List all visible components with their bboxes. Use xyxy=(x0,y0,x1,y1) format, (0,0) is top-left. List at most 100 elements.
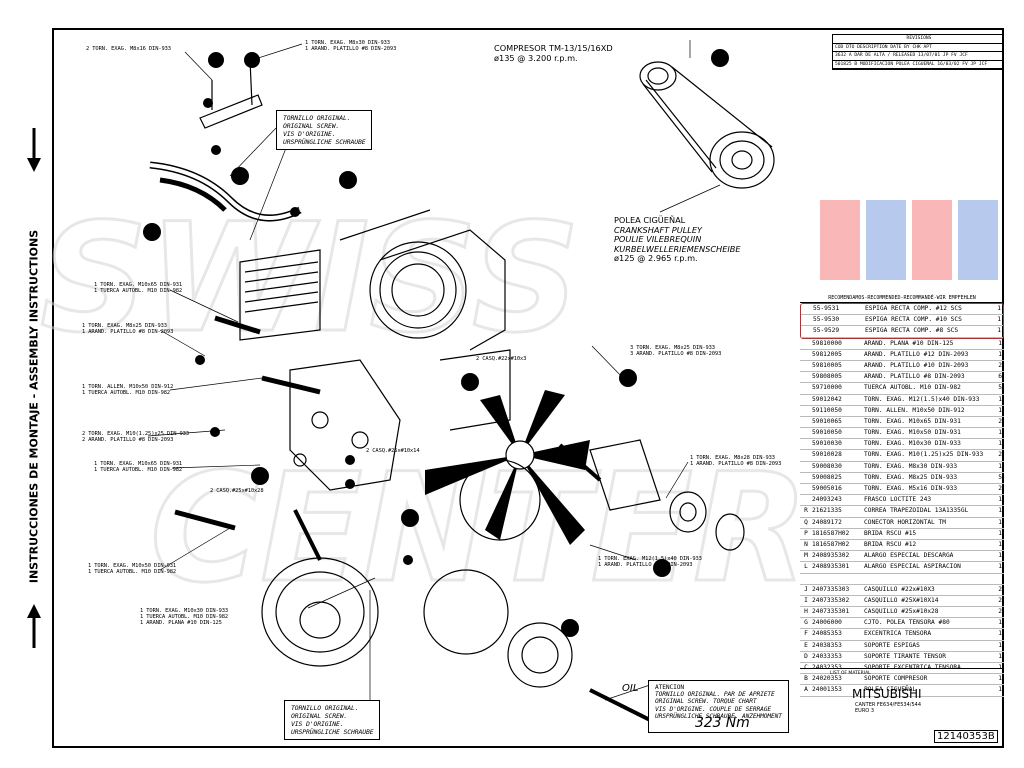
bom-letter: I xyxy=(804,596,808,604)
bom-desc: TORN. EXAG. M12(1.5)x40 DIN-933 xyxy=(864,395,980,403)
crank-pulley-label: POLEA CIGÜEÑAL CRANKSHAFT PULLEY POULIE … xyxy=(614,215,741,263)
bom-qty: 1 xyxy=(998,552,1002,560)
bom-code: 21621335 xyxy=(812,507,842,515)
original-screw-note-bottom: TORNILLO ORIGINAL. ORIGINAL SCREW. VIS D… xyxy=(284,700,381,740)
bom-desc: TORN. EXAG. M10(1.25)x25 DIN-933 xyxy=(864,451,984,459)
bom-letter xyxy=(800,383,812,393)
callout-c13: 2 CASQ.#25x#10x14 xyxy=(366,448,420,454)
torque-value: 323 Nm xyxy=(695,715,750,732)
bom-qty: 6 xyxy=(998,373,1002,381)
bom-letter: G xyxy=(804,619,808,627)
bom-code: 24093243 xyxy=(812,496,842,504)
bom-qty: 1 xyxy=(998,540,1002,548)
bom-desc: CORREA TRAPEZOIDAL 13A1335GL xyxy=(864,507,969,515)
bom-letter xyxy=(800,495,812,505)
bom-letter xyxy=(800,428,812,438)
bom-desc: CONECTOR HORIZONTAL TM xyxy=(864,518,946,526)
bom-code: 1816587H02 xyxy=(812,540,850,548)
bom-code: 55-9531 xyxy=(813,305,840,312)
bom-desc: CASQUILLO #25X#10X14 xyxy=(864,596,939,604)
bom-qty: 5 xyxy=(998,473,1002,481)
bom-qty: 1 xyxy=(998,518,1002,526)
callout-c3: 1 TORN. EXAG. M10x65 DIN-931 1 TUERCA AU… xyxy=(94,282,183,295)
bom-qty: 2 xyxy=(998,585,1002,593)
bom-letter: L xyxy=(804,563,808,571)
bom-letter xyxy=(800,406,812,416)
bom-qty: 1 xyxy=(998,496,1002,504)
bom-qty: 1 xyxy=(998,350,1002,358)
bom-code: 59810000 xyxy=(812,339,842,347)
callout-c11: 2 CASQ.#22x#10x3 xyxy=(476,356,527,362)
bom-letter xyxy=(800,361,812,371)
bom-code: 24089172 xyxy=(812,518,842,526)
bom-qty: 1 xyxy=(998,507,1002,515)
callout-c9: 1 TORN. EXAG. M10x50 DIN-931 1 TUERCA AU… xyxy=(88,563,177,576)
bom-qty: 1 xyxy=(998,630,1002,638)
bom-qty: 1 xyxy=(998,462,1002,470)
callout-c14: 1 TORN. EXAG. M8x28 DIN-933 1 ARAND. PLA… xyxy=(690,455,782,468)
bom-qty: 1 xyxy=(998,686,1002,694)
model-name: CANTER FE634/FE534/544 EURO 3 xyxy=(855,702,921,714)
callout-c12: 3 TORN. EXAG. M8x25 DIN-933 3 ARAND. PLA… xyxy=(630,345,722,358)
bom-letter: J xyxy=(804,585,808,593)
bom-letter xyxy=(800,450,812,460)
bom-code: 24020353 xyxy=(812,675,842,683)
bom-row: N 1816587H02 BRIDA RSCU #12 1 xyxy=(800,540,1004,552)
bom-desc: TORN. EXAG. M8x30 DIN-933 xyxy=(864,462,958,470)
bom-qty: 5 xyxy=(998,384,1002,392)
bom-desc: ESPIGA RECTA COMP. #10 SCS xyxy=(865,316,962,324)
bom-letter: P xyxy=(804,529,808,537)
bom-desc: SOPORTE EXCENTRICA TENSORA xyxy=(864,664,961,671)
bom-code: 59710000 xyxy=(812,384,842,392)
bom-qty: 1 xyxy=(998,652,1002,660)
bom-desc: CASQUILLO #25x#10x28 xyxy=(864,608,939,616)
bom-code: 24085353 xyxy=(812,630,842,638)
bom-code: 59012042 xyxy=(812,395,842,403)
bom-desc: BRIDA RSCU #12 xyxy=(864,540,917,548)
bom-code: 2407335301 xyxy=(812,608,850,616)
bom-letter: N xyxy=(804,540,808,548)
bom-letter: M xyxy=(804,552,808,560)
compressor-label: COMPRESOR TM-13/15/16XD ø135 @ 3.200 r.p… xyxy=(494,43,613,63)
bom-code: 59010065 xyxy=(812,417,842,425)
document-number: 12140353B xyxy=(934,730,998,743)
bom-letter: E xyxy=(804,641,808,649)
bom-row: 59808005 ARAND. PLATILLO #8 DIN-2093 6 xyxy=(800,372,1004,384)
callout-c4: 1 TORN. EXAG. M8x25 DIN-933 1 ARAND. PLA… xyxy=(82,323,174,336)
bom-letter: R xyxy=(804,507,808,515)
bom-code: 59808005 xyxy=(812,373,842,381)
bom-letter xyxy=(800,372,812,382)
bom-letter: C xyxy=(804,664,808,671)
bom-desc: ARAND. PLATILLO #12 DIN-2093 xyxy=(864,350,969,358)
bom-code: 59010050 xyxy=(812,429,842,437)
bom-code: 2408935302 xyxy=(812,552,850,560)
bom-code: 24001353 xyxy=(812,686,842,694)
bom-letter xyxy=(800,395,812,405)
bom-code: 59812005 xyxy=(812,350,842,358)
bom-desc: POLEA CIGUEÑAL xyxy=(864,686,917,694)
bom-code: 59010030 xyxy=(812,440,842,448)
bom-qty: 2 xyxy=(998,608,1002,616)
drawing-frame xyxy=(52,28,1004,748)
bom-desc: ARAND. PLATILLO #8 DIN-2093 xyxy=(864,373,965,381)
bom-code: 24033353 xyxy=(812,652,842,660)
bom-code: 59005016 xyxy=(812,485,842,492)
bom-desc: TORN. ALLEN. M10x50 DIN-912 xyxy=(864,406,965,414)
bom-desc: CASQUILLO #22x#10X3 xyxy=(864,585,935,593)
bom-code: 55-9530 xyxy=(813,316,840,324)
bom-qty: 1 xyxy=(998,563,1002,571)
callout-c7: 1 TORN. EXAG. M10x65 DIN-931 1 TUERCA AU… xyxy=(94,461,183,474)
